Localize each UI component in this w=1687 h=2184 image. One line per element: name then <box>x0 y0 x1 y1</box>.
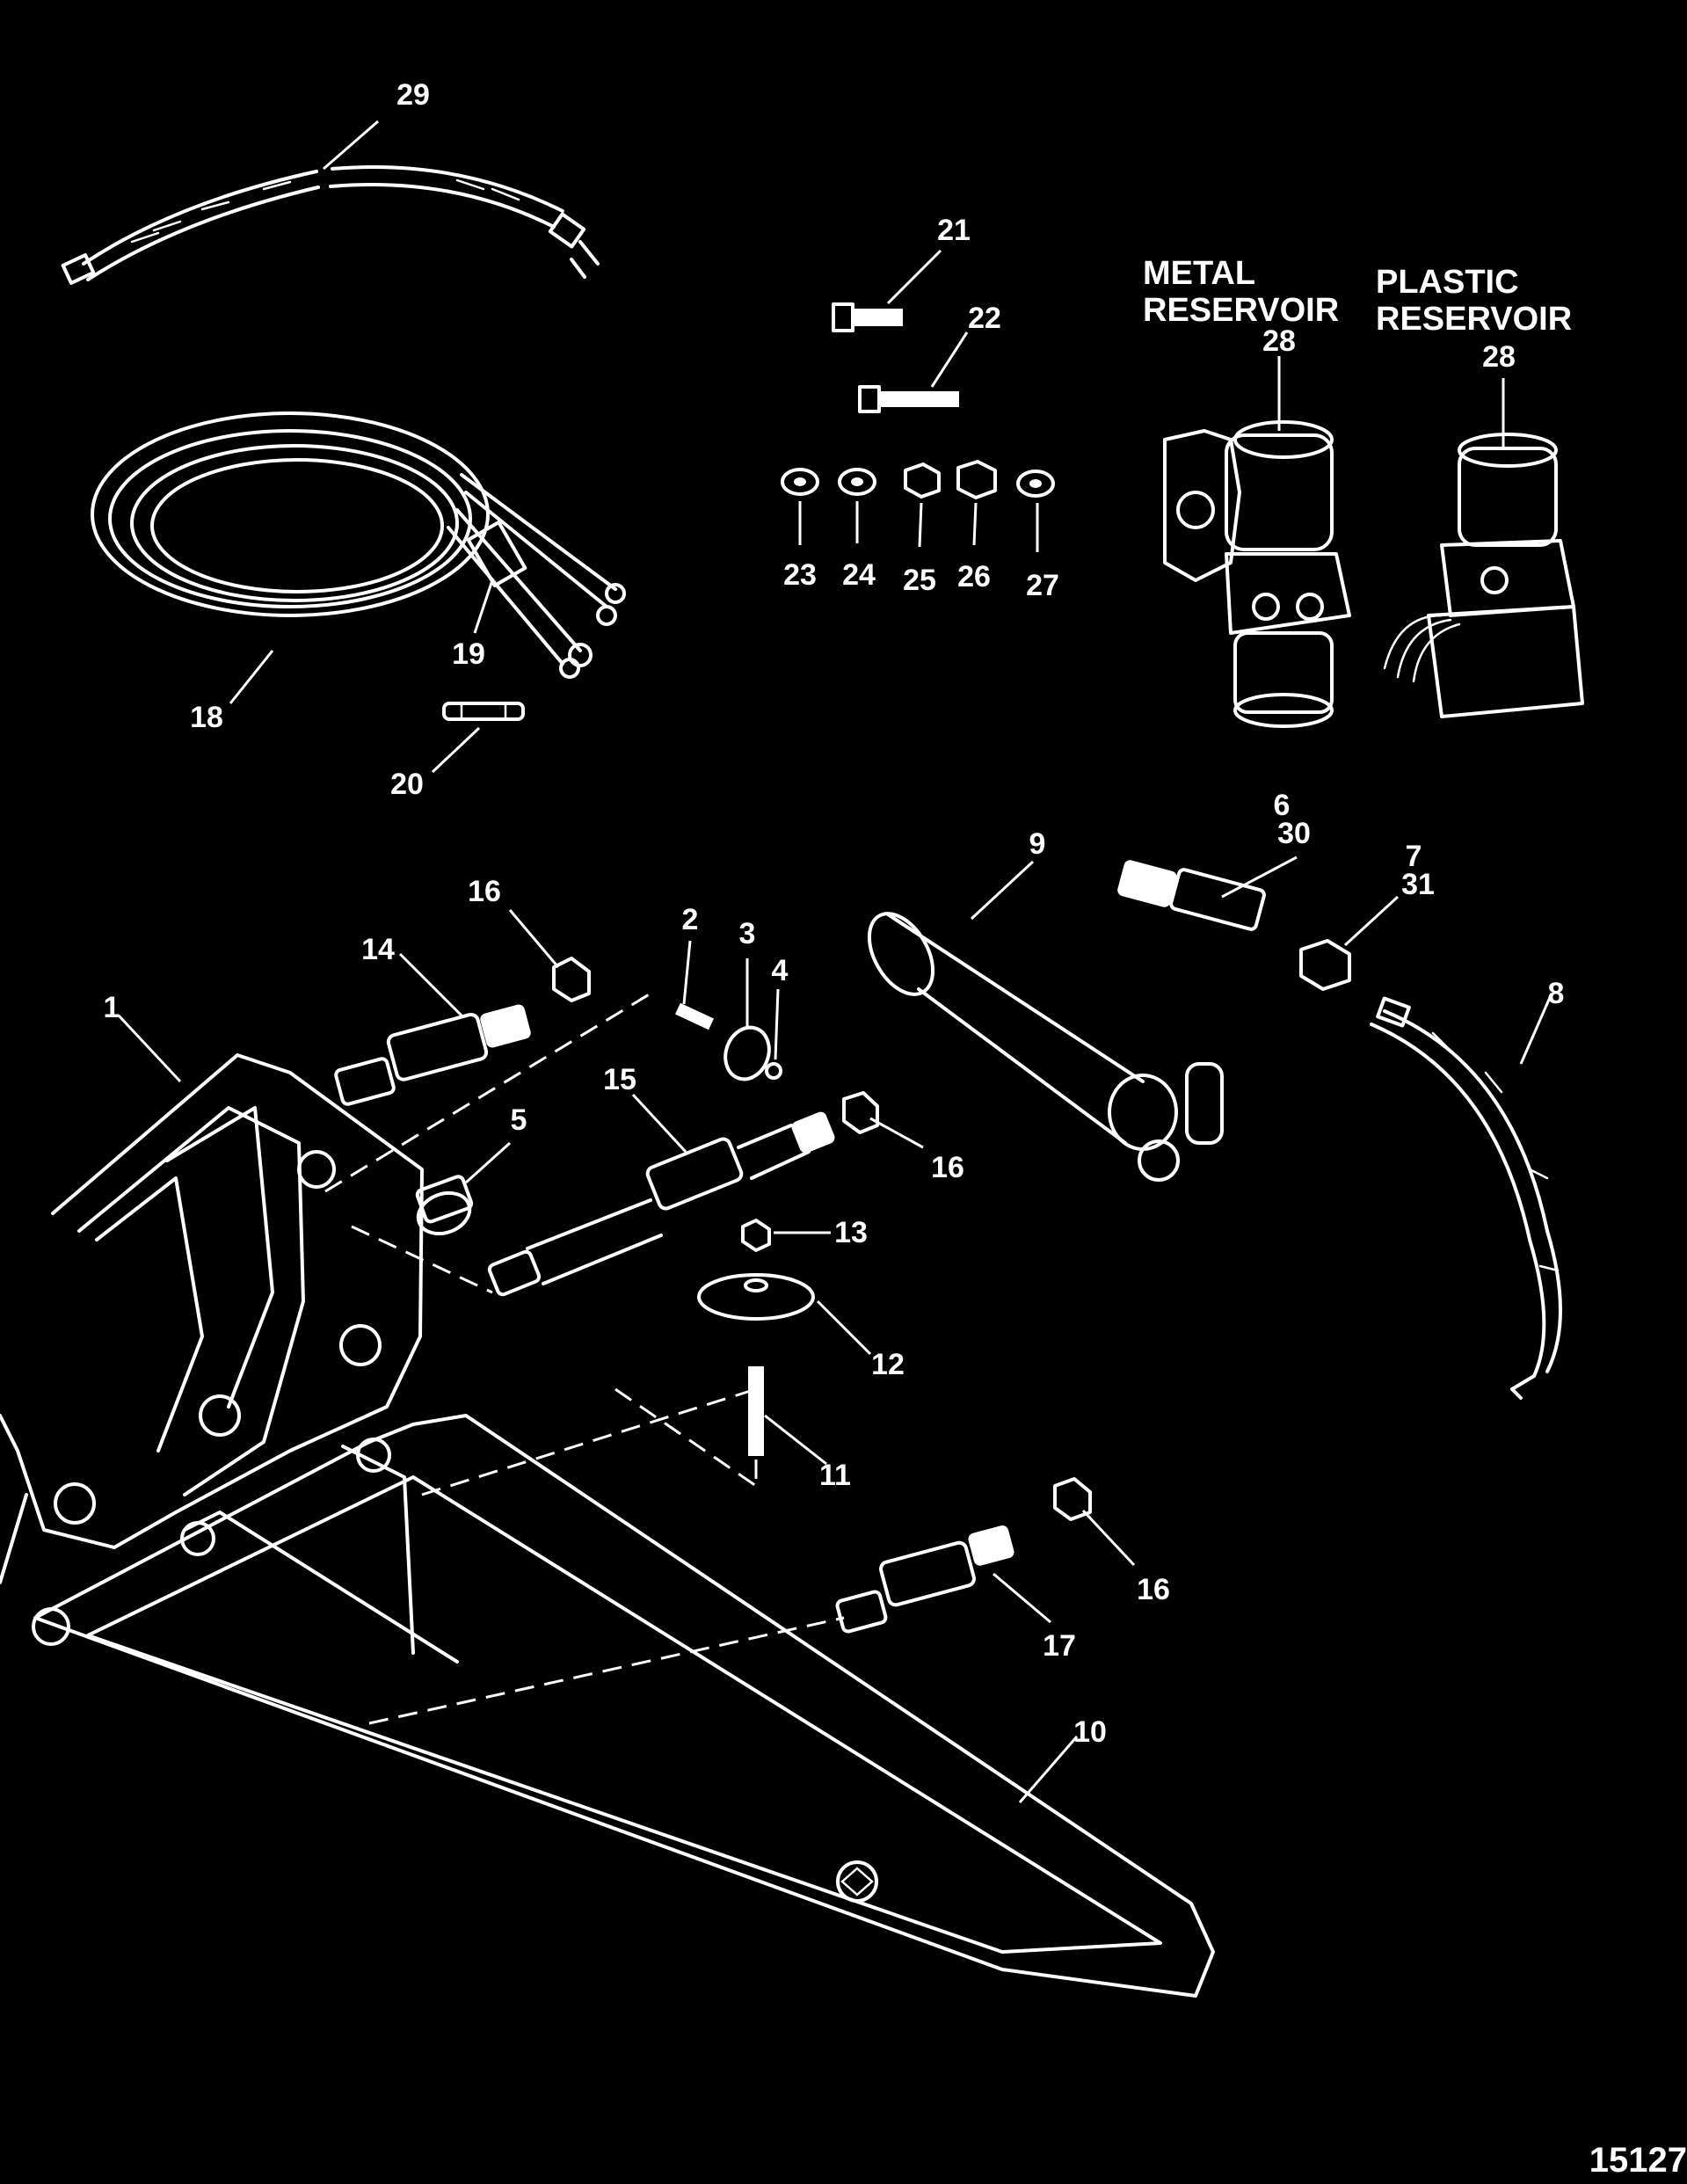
part-16-nut-a <box>552 957 591 1002</box>
part-16-nut-b <box>842 1091 879 1134</box>
callout-27: 27 <box>1026 569 1059 602</box>
part-29-hydraulic-hose <box>61 165 600 285</box>
part-28-pump-metal-reservoir <box>1163 420 1351 728</box>
callout-10: 10 <box>1073 1715 1107 1749</box>
metal-reservoir-caption: METAL RESERVOIR <box>1143 255 1339 329</box>
part-21-bolt <box>832 302 903 332</box>
callout-21: 21 <box>937 214 971 247</box>
part-2-screw <box>675 1002 714 1030</box>
callout-7: 7 <box>1405 840 1422 873</box>
callout-17: 17 <box>1043 1629 1076 1663</box>
part-20-fuse <box>442 702 525 721</box>
callout-13: 13 <box>834 1216 868 1249</box>
metal-reservoir-caption-line2: RESERVOIR <box>1143 292 1340 329</box>
callout-16-middle: 16 <box>931 1151 964 1184</box>
part-7-nut <box>1299 939 1351 991</box>
callout-26: 26 <box>957 560 991 593</box>
metal-reservoir-caption-line1: METAL <box>1143 255 1256 292</box>
callout-11: 11 <box>819 1459 851 1492</box>
part-15-pin <box>487 1111 835 1297</box>
parts-23-27-hardware <box>781 460 1055 499</box>
callout-9: 9 <box>1029 827 1046 861</box>
callout-2: 2 <box>681 903 699 936</box>
callout-1: 1 <box>103 991 120 1024</box>
callout-6: 6 <box>1273 789 1291 822</box>
callout-28-plastic: 28 <box>1482 340 1516 374</box>
callout-16-top: 16 <box>468 875 501 908</box>
callout-30: 30 <box>1277 817 1311 850</box>
callout-16-bottom: 16 <box>1137 1573 1170 1606</box>
part-13-nut <box>741 1219 771 1252</box>
callout-5: 5 <box>510 1103 527 1137</box>
callout-24: 24 <box>842 558 876 592</box>
callout-22: 22 <box>968 302 1001 335</box>
part-22-bolt <box>858 385 959 413</box>
part-8-hose <box>1370 996 1562 1400</box>
callout-29: 29 <box>396 78 430 112</box>
callout-23: 23 <box>783 558 817 592</box>
callout-15: 15 <box>603 1063 636 1096</box>
callout-31: 31 <box>1401 868 1435 901</box>
alignment-lines <box>324 992 845 1725</box>
part-14-pin <box>334 1004 531 1106</box>
part-28-pump-plastic-reservoir <box>1383 433 1584 718</box>
callout-18: 18 <box>190 701 223 734</box>
part-16-nut-c <box>1053 1477 1092 1521</box>
callout-25: 25 <box>903 564 936 597</box>
plastic-reservoir-caption-line1: PLASTIC <box>1376 264 1519 301</box>
part-11-stud <box>748 1366 764 1456</box>
callout-28-metal: 28 <box>1262 324 1296 358</box>
callout-8: 8 <box>1547 977 1565 1010</box>
part-4-nut <box>765 1062 782 1080</box>
plastic-reservoir-caption: PLASTIC RESERVOIR <box>1376 264 1572 338</box>
plastic-reservoir-caption-line2: RESERVOIR <box>1376 301 1573 338</box>
callout-14: 14 <box>361 933 395 966</box>
part-12-washer <box>697 1273 815 1321</box>
part-10-trim-tab <box>32 1414 1215 1998</box>
part-17-pin <box>835 1525 1014 1634</box>
callout-3: 3 <box>738 917 756 950</box>
callout-4: 4 <box>771 954 789 987</box>
part-1-transom-bracket <box>0 1053 424 1584</box>
part-9-trim-cylinder <box>867 912 1224 1182</box>
part-18-wiring-harness <box>91 411 626 679</box>
callout-12: 12 <box>871 1348 905 1381</box>
callout-20: 20 <box>390 768 424 801</box>
part-3-washer <box>724 1025 771 1081</box>
part-6-threaded-rod <box>1117 860 1266 931</box>
callout-19: 19 <box>452 637 485 671</box>
figure-number: 15127 <box>1589 2141 1687 2180</box>
